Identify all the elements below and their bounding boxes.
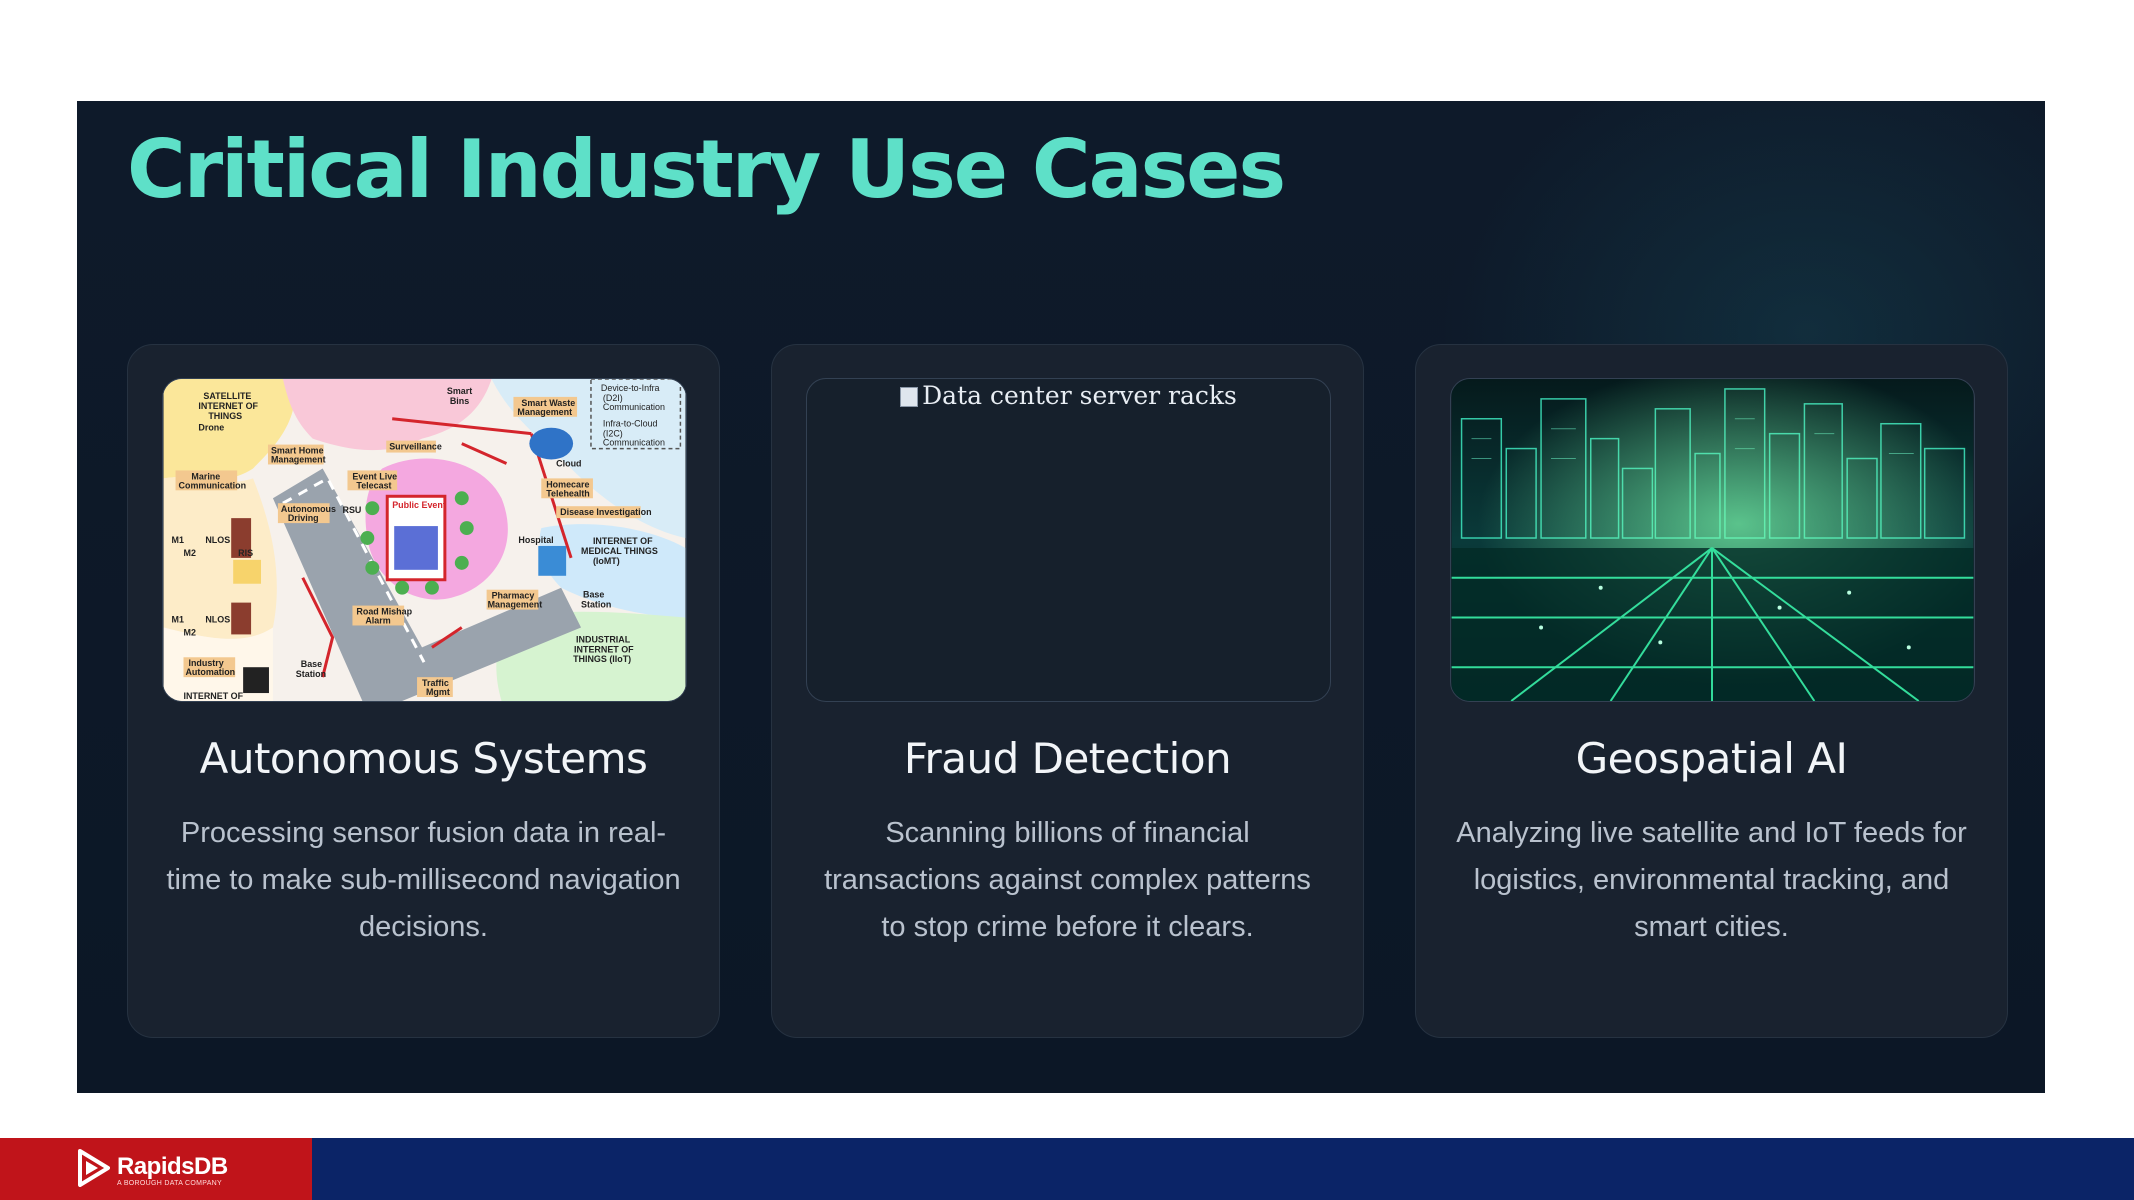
svg-text:THINGS (IIoT): THINGS (IIoT): [573, 654, 631, 664]
svg-text:Smart: Smart: [447, 386, 472, 396]
svg-text:Hospital: Hospital: [518, 535, 553, 545]
svg-text:M2: M2: [183, 627, 195, 637]
brand-block: RapidsDB A BOROUGH DATA COMPANY: [0, 1138, 312, 1200]
svg-text:M1: M1: [172, 614, 184, 624]
svg-text:M1: M1: [172, 535, 184, 545]
svg-text:Smart Waste: Smart Waste: [521, 398, 575, 408]
svg-text:Automation: Automation: [185, 667, 235, 677]
card-description: Processing sensor fusion data in real-ti…: [166, 817, 681, 943]
svg-text:Smart Home: Smart Home: [271, 446, 324, 456]
svg-text:RIS: RIS: [238, 548, 253, 558]
svg-text:Management: Management: [517, 407, 572, 417]
svg-text:NLOS: NLOS: [205, 535, 230, 545]
svg-text:Cloud: Cloud: [556, 458, 581, 468]
svg-text:Mgmt: Mgmt: [426, 687, 450, 697]
card-title: Autonomous Systems: [199, 734, 648, 783]
svg-text:Base: Base: [301, 659, 322, 669]
svg-text:Management: Management: [488, 600, 543, 610]
svg-text:INTERNET OF: INTERNET OF: [183, 691, 243, 701]
svg-text:(D2I): (D2I): [603, 393, 623, 403]
svg-text:INTERNET OF: INTERNET OF: [198, 401, 258, 411]
svg-text:Communication: Communication: [603, 402, 665, 412]
svg-text:(IoMT): (IoMT): [593, 556, 620, 566]
card-description: Analyzing live satellite and IoT feeds f…: [1456, 817, 1967, 943]
svg-text:THINGS: THINGS: [208, 411, 242, 421]
card-title: Geospatial AI: [1575, 734, 1848, 783]
svg-text:Drone: Drone: [198, 423, 224, 433]
image-alt-text: Data center server racks: [922, 381, 1237, 410]
svg-text:Industry: Industry: [188, 658, 223, 668]
svg-text:Base: Base: [583, 590, 604, 600]
svg-text:Station: Station: [296, 669, 326, 679]
svg-text:Driving: Driving: [288, 513, 319, 523]
svg-text:SATELLITE: SATELLITE: [203, 391, 251, 401]
brand-tagline: A BOROUGH DATA COMPANY: [117, 1180, 223, 1187]
use-case-card-fraud: Data center server racks Fraud Detection…: [771, 344, 1364, 1038]
server-racks-image-broken: Data center server racks: [806, 378, 1331, 702]
svg-text:Station: Station: [581, 600, 611, 610]
svg-text:Event Live: Event Live: [352, 471, 397, 481]
slide-panel: Critical Industry Use Cases: [77, 101, 2045, 1093]
svg-text:Disease Investigation: Disease Investigation: [560, 507, 651, 517]
svg-text:Device-to-Infra: Device-to-Infra: [601, 383, 660, 393]
svg-text:Autonomous: Autonomous: [281, 504, 336, 514]
svg-text:(I2C): (I2C): [603, 429, 623, 439]
smart-city-image: [1450, 378, 1975, 702]
svg-text:Communication: Communication: [179, 480, 247, 490]
svg-text:Surveillance: Surveillance: [389, 442, 442, 452]
svg-text:Traffic: Traffic: [422, 678, 449, 688]
svg-text:Management: Management: [271, 454, 326, 464]
svg-text:INDUSTRIAL: INDUSTRIAL: [576, 634, 631, 644]
svg-text:NLOS: NLOS: [205, 614, 230, 624]
svg-text:Public Event: Public Event: [392, 500, 446, 510]
svg-text:Road Mishap: Road Mishap: [356, 607, 412, 617]
card-description: Scanning billions of financial transacti…: [824, 817, 1311, 943]
use-case-card-geospatial: Geospatial AI Analyzing live satellite a…: [1415, 344, 2008, 1038]
footer-bar: RapidsDB A BOROUGH DATA COMPANY: [0, 1138, 2134, 1200]
svg-text:Marine: Marine: [191, 471, 220, 481]
svg-text:RSU: RSU: [343, 505, 362, 515]
svg-text:MEDICAL THINGS: MEDICAL THINGS: [581, 546, 658, 556]
svg-text:Alarm: Alarm: [365, 615, 390, 625]
svg-text:M2: M2: [183, 548, 195, 558]
broken-image-icon: [900, 387, 919, 407]
svg-text:Telehealth: Telehealth: [546, 488, 590, 498]
svg-text:Pharmacy: Pharmacy: [492, 591, 535, 601]
play-triangle-icon: [78, 1149, 110, 1187]
svg-text:Bins: Bins: [450, 396, 469, 406]
svg-text:Communication: Communication: [603, 438, 665, 448]
slide-title: Critical Industry Use Cases: [127, 123, 1286, 216]
svg-text:Telecast: Telecast: [356, 480, 391, 490]
brand-name: RapidsDB: [117, 1153, 228, 1180]
svg-text:Infra-to-Cloud: Infra-to-Cloud: [603, 419, 658, 429]
svg-text:Homecare: Homecare: [546, 479, 589, 489]
svg-text:INTERNET OF: INTERNET OF: [574, 644, 634, 654]
svg-text:INTERNET OF: INTERNET OF: [593, 536, 653, 546]
card-title: Fraud Detection: [903, 734, 1232, 783]
